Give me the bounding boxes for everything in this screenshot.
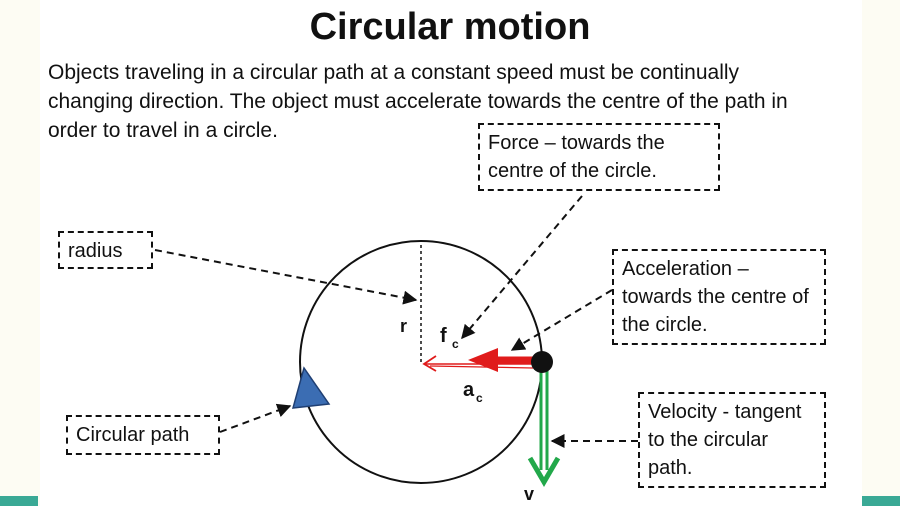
object-dot xyxy=(531,351,553,373)
accent-bar-left xyxy=(0,496,38,506)
force-pointer xyxy=(461,195,583,340)
acceleration-symbol: a xyxy=(463,379,475,401)
acceleration-label: Acceleration – towards the centre of the… xyxy=(612,249,826,345)
velocity-symbol: v xyxy=(524,484,534,504)
circular-path-pointer xyxy=(219,403,292,433)
velocity-arrowhead xyxy=(527,456,561,487)
velocity-label: Velocity - tangent to the circular path. xyxy=(638,392,826,488)
radius-label: radius xyxy=(58,231,153,269)
circular-path-label: Circular path xyxy=(66,415,220,455)
radius-pointer xyxy=(154,249,418,305)
intro-paragraph: Objects traveling in a circular path at … xyxy=(48,61,788,142)
radius-symbol: r xyxy=(400,316,407,336)
force-symbol: f xyxy=(440,325,447,347)
acceleration-arrowhead-small xyxy=(422,355,437,372)
acceleration-arrowhead xyxy=(468,348,498,372)
acceleration-symbol-subscript: c xyxy=(476,391,483,405)
direction-marker-triangle xyxy=(291,366,331,409)
force-symbol-subscript: c xyxy=(452,337,459,351)
page-title: Circular motion xyxy=(309,6,591,48)
acceleration-line-inner xyxy=(429,365,534,369)
accent-bar-right xyxy=(862,496,900,506)
acceleration-pointer xyxy=(510,289,613,351)
force-label: Force – towards the centre of the circle… xyxy=(478,123,720,191)
